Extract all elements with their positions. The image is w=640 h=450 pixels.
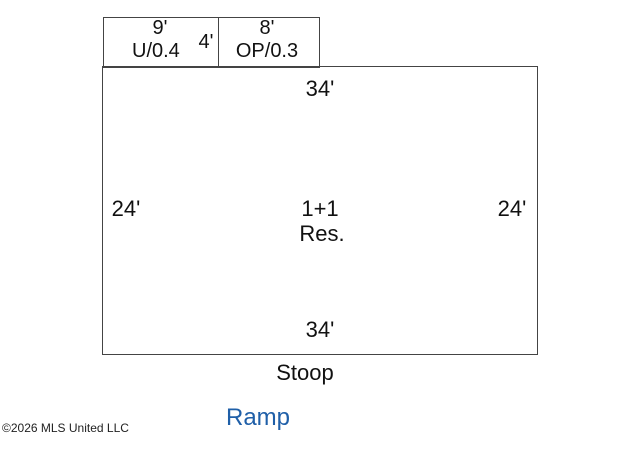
- main-residence-box: [102, 66, 538, 355]
- op-porch-box: [218, 17, 320, 68]
- copyright-watermark: ©2026 MLS United LLC: [2, 421, 129, 435]
- u-porch-width-label: 9': [152, 17, 168, 39]
- u-porch-label: U/0.4: [132, 40, 180, 62]
- main-room-label-line2: Res.: [299, 221, 345, 246]
- op-porch-label: OP/0.3: [235, 40, 299, 62]
- main-room-label-line1: 1+1: [301, 196, 339, 221]
- main-top-dimension: 34': [305, 76, 335, 101]
- u-porch-depth-label: 4': [198, 31, 214, 53]
- ramp-label: Ramp: [226, 404, 291, 431]
- main-right-dimension: 24': [497, 196, 527, 221]
- op-porch-width-label: 8': [259, 17, 275, 39]
- stoop-label: Stoop: [276, 360, 334, 385]
- main-left-dimension: 24': [111, 196, 141, 221]
- main-bottom-dimension: 34': [305, 317, 335, 342]
